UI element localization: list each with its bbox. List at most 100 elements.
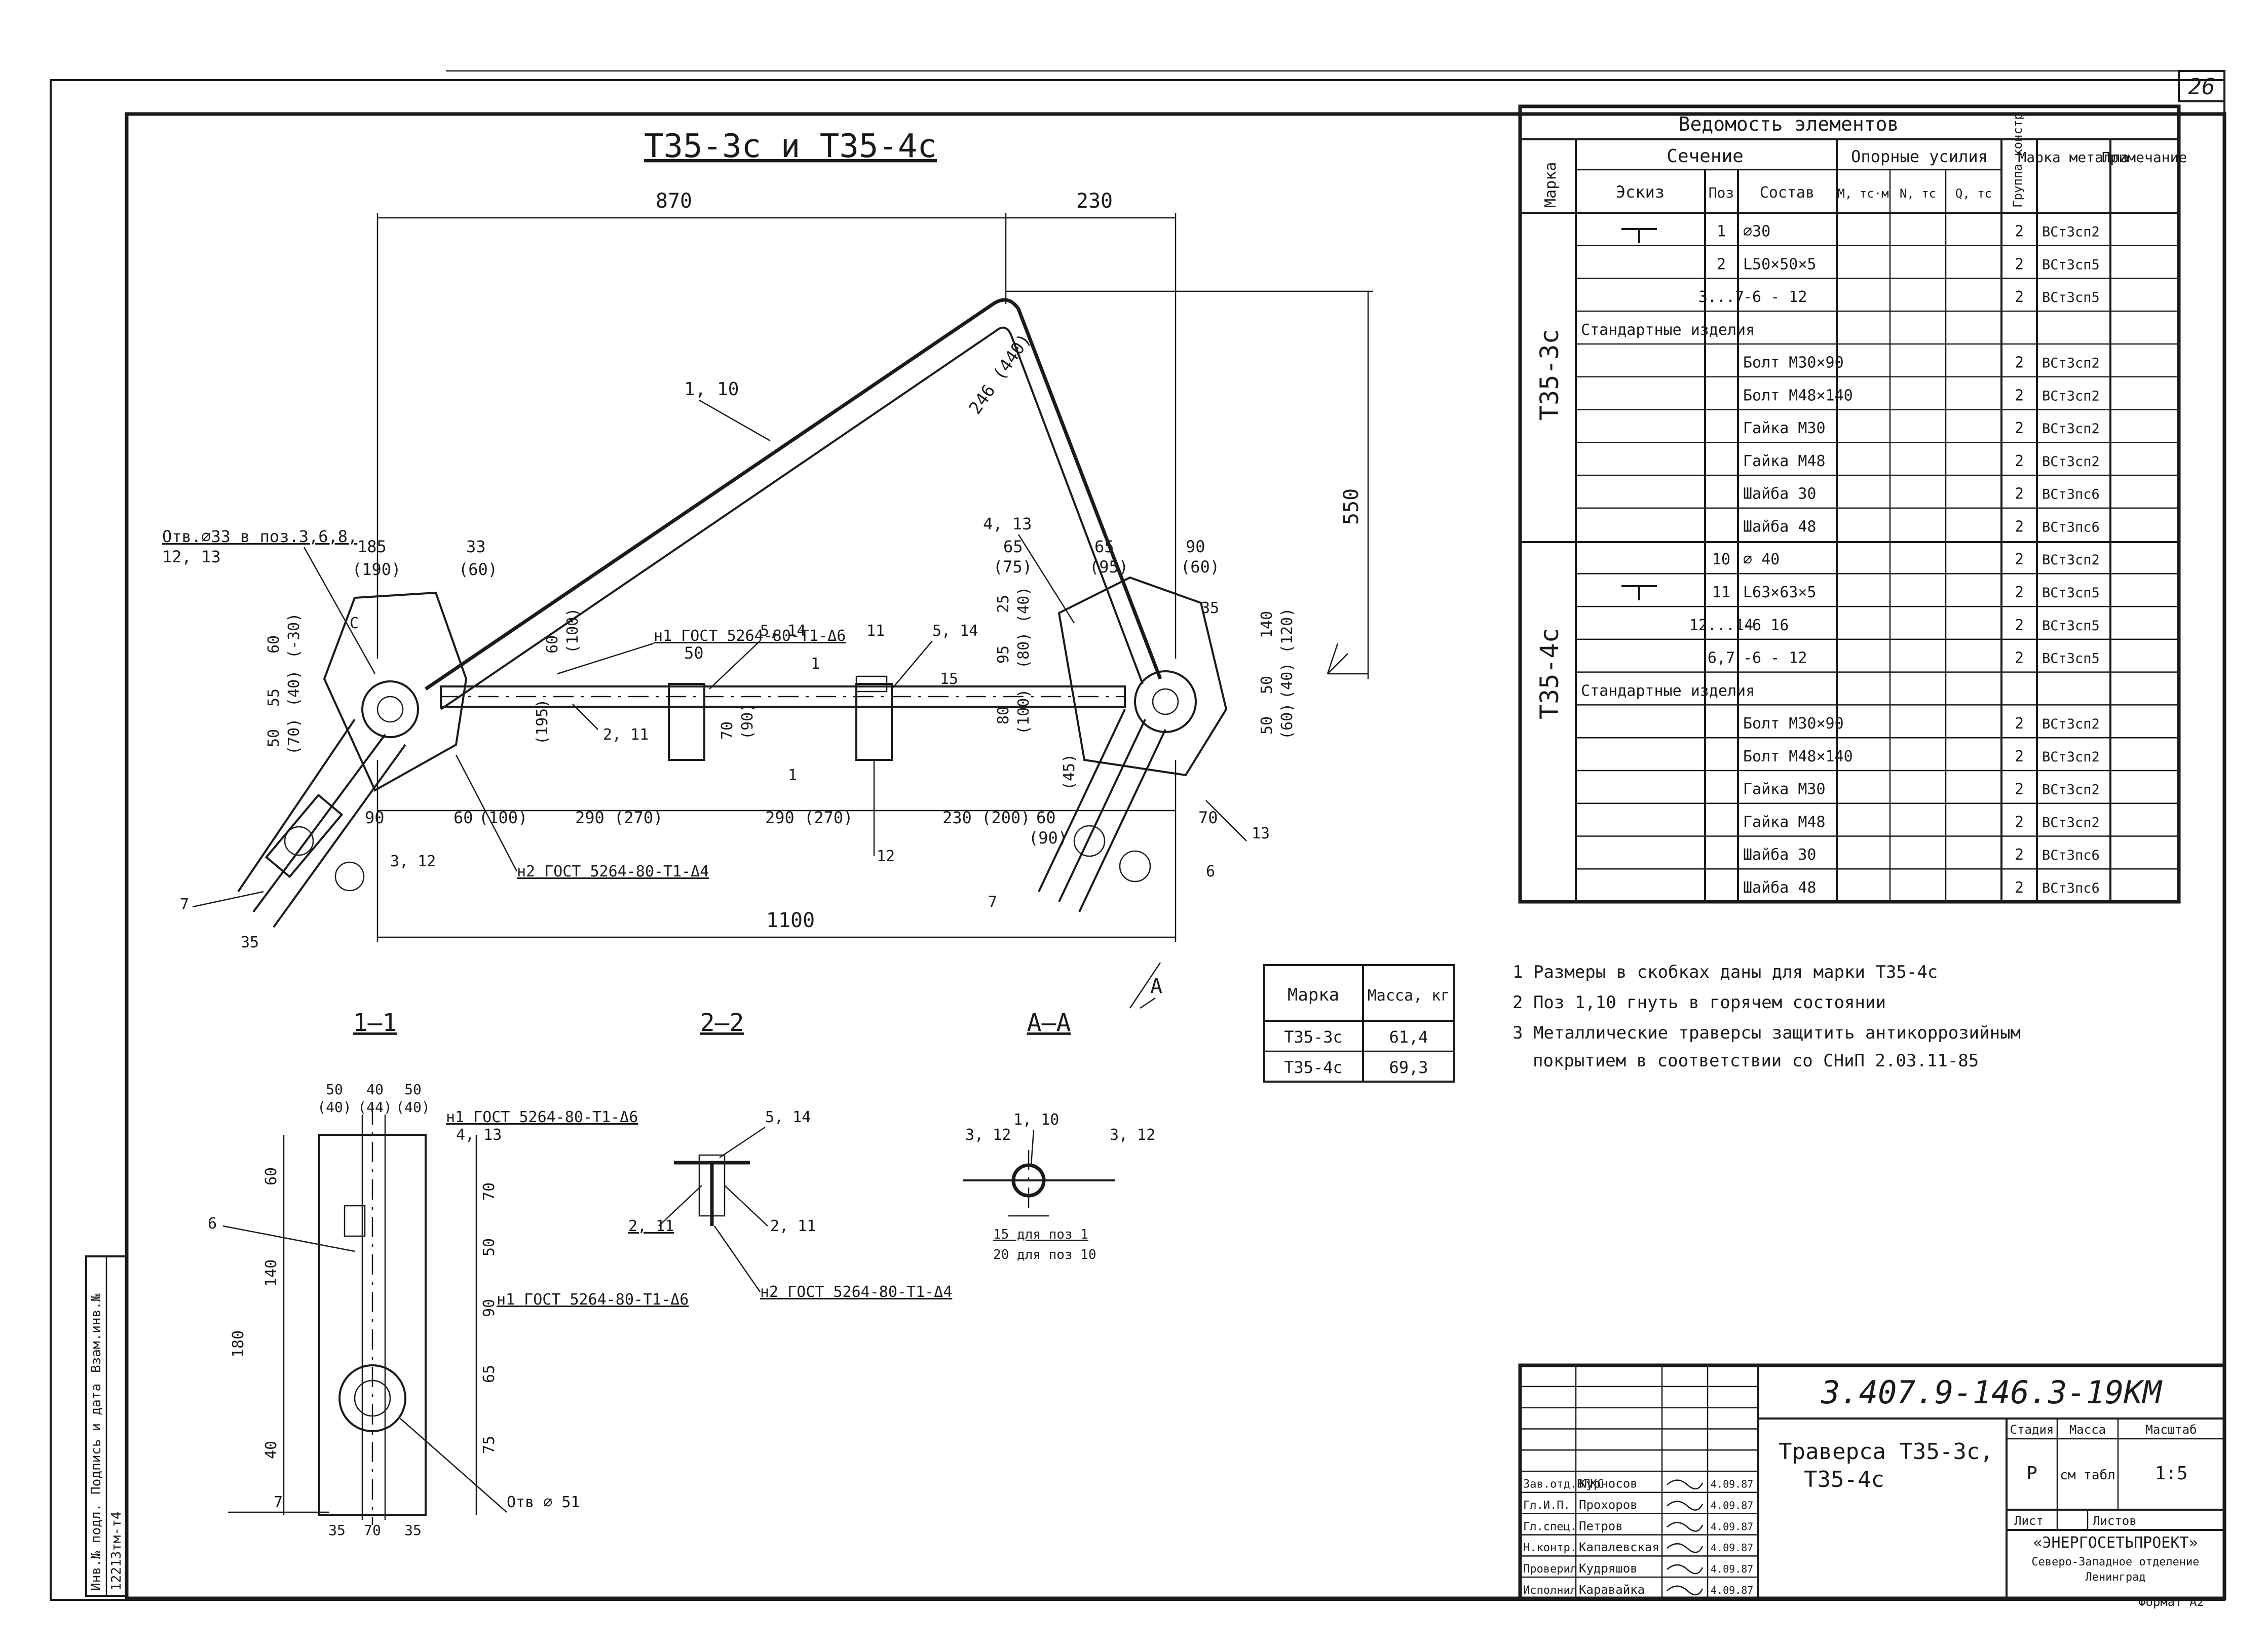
spec-cell-metal: ВСт3сп2 bbox=[2042, 388, 2100, 404]
stamp-role: Проверил bbox=[1523, 1563, 1577, 1576]
stamp-org1: «ЭНЕРГОСЕТЬПРОЕКТ» bbox=[2033, 1534, 2198, 1552]
spec-h-section: Сечение bbox=[1667, 146, 1744, 167]
spec-cell-group: 2 bbox=[2015, 846, 2024, 864]
section-mark-1a: 1 bbox=[811, 655, 820, 673]
format-label: Формат А2 bbox=[2138, 1595, 2204, 1609]
dim-90a: 90 bbox=[365, 808, 385, 827]
s11-bot-2: 70 bbox=[364, 1522, 381, 1539]
stamp-role: Исполнил bbox=[1523, 1584, 1577, 1597]
s11-top2-1: (40) bbox=[317, 1099, 351, 1116]
dim-50x: 50 bbox=[1258, 676, 1276, 694]
spec-h-note: Примечание bbox=[2102, 149, 2187, 166]
dim-246: 246 (440) bbox=[965, 330, 1035, 418]
plate-11 bbox=[855, 675, 888, 693]
spec-cell-group: 2 bbox=[2015, 452, 2024, 470]
spec-cell-group: 2 bbox=[2015, 748, 2024, 765]
spec-cell-group: 2 bbox=[2015, 551, 2024, 568]
note-3: 3 Металлические траверсы защитить антико… bbox=[1513, 1023, 2021, 1043]
stamp-name1: Траверса Т35-3с, bbox=[1779, 1439, 1993, 1465]
leader-p7a bbox=[192, 891, 264, 908]
spec-table: Ведомость элементов Марка Сечение Опорны… bbox=[1518, 104, 2187, 904]
dim-60y: (60) bbox=[1278, 703, 1296, 740]
dim-290a: 290 (270) bbox=[575, 808, 663, 827]
callout-p514b: 5, 14 bbox=[932, 622, 978, 640]
spec-cell-group: 2 bbox=[2015, 781, 2024, 798]
sheet-number-box bbox=[2178, 70, 2225, 102]
leader-13 bbox=[1205, 800, 1247, 841]
spec-std-heading: Стандартные изделия bbox=[1581, 321, 1755, 339]
spec-cell-comp: -6 - 12 bbox=[1743, 288, 1807, 306]
callout-holes2: 12, 13 bbox=[162, 547, 221, 566]
stamp-mass: см табл bbox=[2060, 1468, 2115, 1483]
dim-15: 15 bbox=[940, 670, 958, 688]
s11-right-2: 50 bbox=[480, 1238, 498, 1256]
spec-cell-metal: ВСт3сп2 bbox=[2042, 356, 2100, 371]
spec-cell-comp: Болт М48×140 bbox=[1743, 748, 1853, 765]
spec-cell-group: 2 bbox=[2015, 879, 2024, 897]
left-node-hole bbox=[376, 696, 404, 723]
stamp-name: Капалевская bbox=[1579, 1540, 1659, 1554]
spec-cell-group: 2 bbox=[2015, 354, 2024, 372]
spec-cell-group: 2 bbox=[2015, 649, 2024, 667]
spec-h-N: N, тс bbox=[1900, 186, 1936, 201]
spec-cell-metal: ВСт3сп5 bbox=[2042, 257, 2100, 273]
dim-50y: 50 bbox=[1258, 716, 1276, 735]
mass-h1: Марка bbox=[1288, 985, 1339, 1005]
spec-cell-comp: Болт М30×90 bbox=[1743, 715, 1844, 733]
dim-60b: 60 bbox=[1036, 808, 1056, 827]
spec-cell-metal: ВСт3сп2 bbox=[2042, 552, 2100, 568]
s11-p413: 4, 13 bbox=[456, 1126, 502, 1144]
stamp-scale-h: Масштаб bbox=[2145, 1423, 2197, 1437]
s11-left-2: 140 bbox=[262, 1259, 280, 1287]
s11-left-1: 60 bbox=[262, 1167, 280, 1185]
dim-40r: (40) bbox=[1015, 587, 1033, 623]
s11-leader-hole bbox=[400, 1418, 507, 1513]
spec-cell-metal: ВСт3сп2 bbox=[2042, 749, 2100, 765]
dim-80r2: 80 bbox=[995, 706, 1012, 724]
spec-cell-comp: Гайка М30 bbox=[1743, 419, 1826, 437]
side-num: 12213тм-т4 bbox=[109, 1511, 124, 1591]
s11-right-3: 90 bbox=[480, 1299, 498, 1317]
spec-cell-comp: Гайка М30 bbox=[1743, 781, 1826, 798]
mass-r1-mark: Т35-3с bbox=[1284, 1027, 1343, 1047]
spec-cell-pos: 1 bbox=[1717, 223, 1726, 241]
spec-cell-group: 2 bbox=[2015, 387, 2024, 404]
stamp-signature bbox=[1667, 1501, 1704, 1511]
dim-33: 33 bbox=[466, 537, 486, 556]
dim-40l: (40) bbox=[285, 670, 303, 707]
callout-weld1: н1 ГОСТ 5264-80-Т1-Δ6 bbox=[654, 627, 846, 645]
dim-290b: 290 (270) bbox=[765, 808, 853, 827]
dim-230: 230 bbox=[1076, 189, 1113, 213]
stamp-date: 4.09.87 bbox=[1711, 1478, 1753, 1490]
section-mark-1b: 1 bbox=[788, 766, 797, 784]
bent-rod-inner bbox=[440, 326, 1144, 710]
mass-h2: Масса, кг bbox=[1368, 987, 1450, 1005]
mass-table: Марка Масса, кг Т35-3с 61,4 Т35-4с 69,3 bbox=[1263, 964, 1455, 1083]
spec-cell-pos: 11 bbox=[1712, 584, 1730, 601]
callout-p514a: 5, 14 bbox=[760, 622, 806, 640]
dim-195: (195) bbox=[534, 699, 551, 745]
s11-p6: 6 bbox=[208, 1215, 217, 1233]
s11-nut-top bbox=[344, 1205, 366, 1237]
dim-50l: 50 bbox=[265, 729, 283, 747]
stamp-signature bbox=[1667, 1585, 1704, 1596]
callout-p110: 1, 10 bbox=[684, 379, 739, 400]
dim-60e: 60 bbox=[544, 635, 561, 654]
spec-cell-comp: Шайба 48 bbox=[1743, 518, 1817, 535]
stamp-scale: 1:5 bbox=[2154, 1463, 2187, 1484]
s11-top2-3: (40) bbox=[396, 1099, 430, 1116]
stamp-date: 4.09.87 bbox=[1711, 1520, 1753, 1532]
spec-cell-comp: Гайка М48 bbox=[1743, 813, 1826, 831]
stamp-name: Петров bbox=[1579, 1519, 1623, 1533]
spec-cell-group: 2 bbox=[2015, 715, 2024, 733]
leader-p110 bbox=[699, 399, 771, 442]
s22-p211b: 2, 11 bbox=[770, 1217, 816, 1235]
note-2: 2 Поз 1,10 гнуть в горячем состоянии bbox=[1513, 992, 1886, 1013]
spec-cell-group: 2 bbox=[2015, 223, 2024, 241]
dim-90v: (90) bbox=[739, 703, 757, 740]
dim-40x: (40) bbox=[1278, 663, 1296, 699]
section-title-11: 1—1 bbox=[353, 1009, 397, 1037]
s11-weld: н1 ГОСТ 5264-80-Т1-Δ6 bbox=[446, 1108, 638, 1126]
